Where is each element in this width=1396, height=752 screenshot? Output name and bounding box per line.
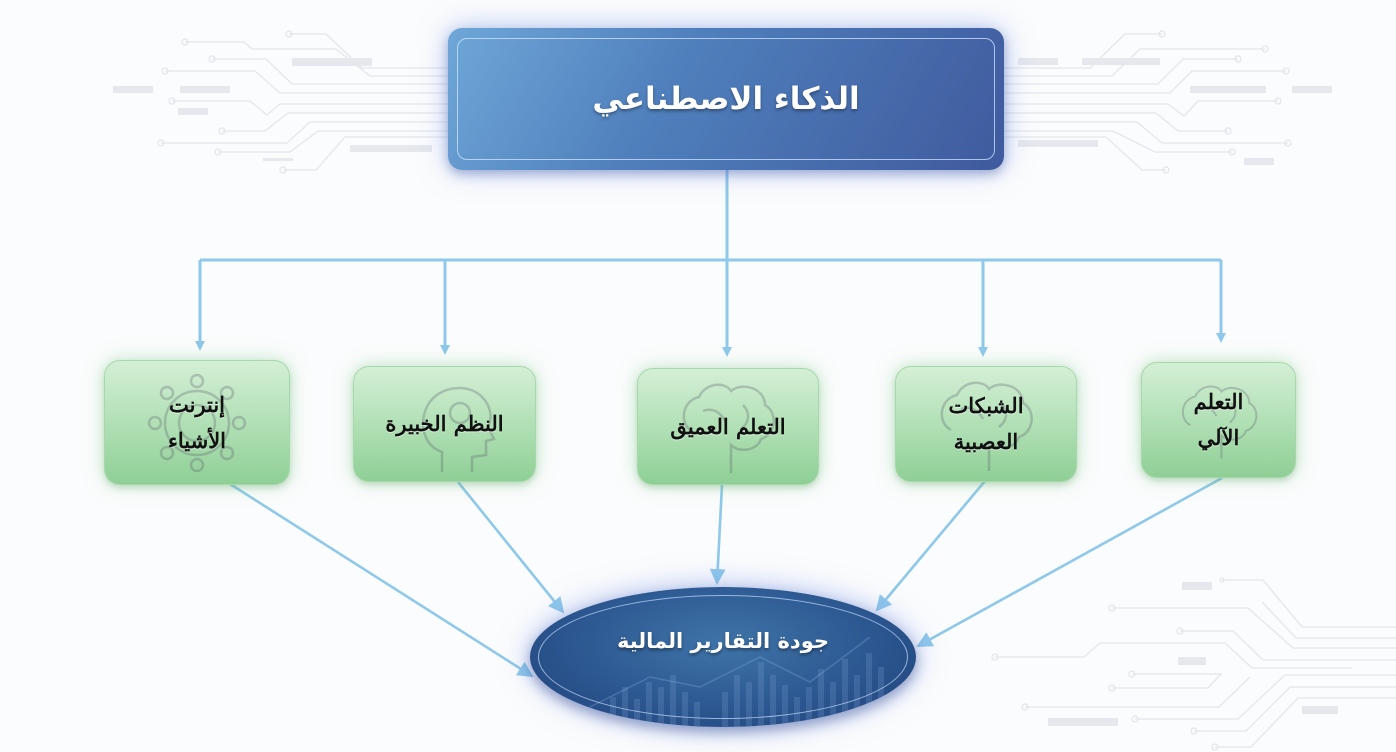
circuit-decoration-bottom-right (991, 577, 1396, 751)
root-node-label: الذكاء الاصطناعي (592, 81, 860, 117)
circuit-barcode-left (113, 58, 432, 161)
target-node-financial-reporting-quality: جودة التقارير المالية (530, 587, 916, 727)
target-node-label: جودة التقارير المالية (616, 629, 830, 653)
child-node-label: الشبكات العصبية (948, 393, 1024, 454)
child-node-iot: إنترنت الأشياء (104, 360, 290, 485)
child-node-machine-learning: التعلم الآلي (1141, 362, 1296, 478)
child-node-deep-learning: التعلم العميق (637, 368, 819, 485)
target-node-inner-ring (538, 595, 908, 719)
circuit-barcode-bottom-right (1048, 582, 1338, 726)
connector-children-to-target (229, 476, 1223, 678)
child-node-label: إنترنت الأشياء (167, 391, 227, 453)
brain-icon (682, 383, 775, 473)
iot-network-icon (147, 373, 247, 473)
child-node-label: التعلم الآلي (1193, 389, 1244, 450)
child-node-label: النظم الخبيرة (385, 411, 504, 436)
child-node-label: التعلم العميق (670, 413, 786, 439)
child-node-expert-systems: النظم الخبيرة (353, 366, 536, 482)
circuit-barcode-right (1018, 58, 1332, 165)
root-node-artificial-intelligence: الذكاء الاصطناعي (448, 28, 1004, 170)
circuit-decoration-left (157, 30, 448, 174)
root-node-inner-border (457, 38, 995, 160)
circuit-decoration-right (1004, 30, 1292, 174)
child-node-neural-networks: الشبكات العصبية (895, 366, 1077, 482)
head-gear-icon (421, 386, 496, 472)
brain-icon (1181, 385, 1258, 459)
brain-icon (940, 381, 1033, 471)
connector-root-to-children (195, 170, 1226, 357)
